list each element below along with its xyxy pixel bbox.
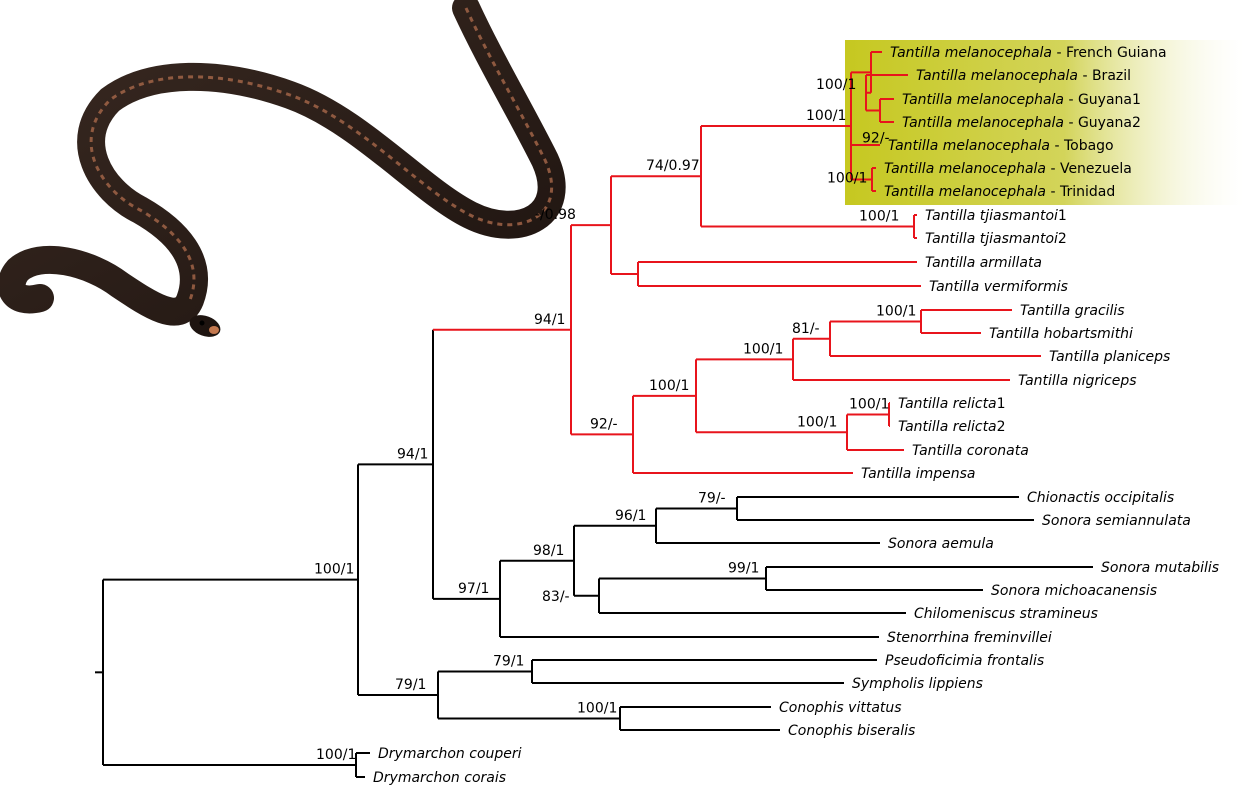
tip-label: Tantilla tjiasmantoi2	[925, 231, 1067, 247]
tip-label: Tantilla melanocephala - French Guiana	[890, 45, 1167, 61]
support-value: 99/1	[728, 561, 759, 577]
tip-label: Drymarchon corais	[373, 770, 506, 786]
support-value: 98/1	[533, 543, 564, 559]
snake-eye	[200, 321, 205, 326]
support-value: 100/1	[876, 304, 916, 320]
support-value: 92/-	[590, 416, 618, 432]
support-value: 100/1	[849, 397, 889, 413]
support-value: 100/1	[806, 108, 846, 124]
support-value: 96/1	[615, 508, 646, 524]
support-value: 79/1	[493, 654, 524, 670]
tip-label: Conophis biseralis	[788, 723, 915, 739]
support-value: 79/1	[395, 677, 426, 693]
tip-label: Tantilla hobartsmithi	[989, 326, 1133, 342]
tip-label: Conophis vittatus	[779, 700, 902, 716]
tip-label: Tantilla impensa	[861, 466, 976, 482]
tip-label: Sonora semiannulata	[1042, 513, 1191, 529]
tip-label: Tantilla melanocephala - Guyana2	[902, 115, 1141, 131]
support-value: 83/-	[542, 589, 570, 605]
tip-label: Tantilla relicta2	[898, 419, 1006, 435]
support-value: 100/1	[577, 701, 617, 717]
tip-label: Pseudoficimia frontalis	[885, 653, 1044, 669]
tip-label: Tantilla melanocephala - Tobago	[888, 138, 1114, 154]
tip-label: Chilomeniscus stramineus	[914, 606, 1098, 622]
tip-label: Tantilla gracilis	[1020, 303, 1125, 319]
tip-label: Tantilla melanocephala - Trinidad	[884, 184, 1115, 200]
tip-label: Tantilla melanocephala - Venezuela	[884, 161, 1132, 177]
tip-label: Tantilla melanocephala - Brazil	[916, 68, 1131, 84]
snake-photo	[12, 8, 552, 341]
tip-label: Tantilla nigriceps	[1018, 373, 1137, 389]
support-value: 92/-	[862, 131, 890, 147]
support-value: 100/1	[316, 747, 356, 763]
support-value: 100/1	[797, 414, 837, 430]
tip-label: Chionactis occipitalis	[1027, 490, 1174, 506]
tip-label: Tantilla armillata	[925, 255, 1042, 271]
support-value: 79/-	[698, 491, 726, 507]
support-value: 100/1	[649, 378, 689, 394]
tip-label: Tantilla vermiformis	[929, 279, 1068, 295]
tip-label: Tantilla planiceps	[1049, 349, 1170, 365]
tip-label: Drymarchon couperi	[378, 746, 522, 762]
snake-snout	[209, 326, 219, 334]
tip-label: Tantilla coronata	[912, 443, 1029, 459]
support-value: 100/1	[314, 562, 354, 578]
tip-label: Stenorrhina freminvillei	[887, 630, 1052, 646]
support-value: 81/-	[792, 321, 820, 337]
tip-label: Sympholis lippiens	[852, 676, 983, 692]
support-value: 100/1	[816, 77, 856, 93]
tip-label: Sonora aemula	[888, 536, 994, 552]
tip-label: Tantilla relicta1	[898, 396, 1006, 412]
support-value: -/0.98	[535, 207, 576, 223]
support-value: 100/1	[827, 171, 867, 187]
support-value: 97/1	[458, 581, 489, 597]
support-value: 94/1	[534, 312, 565, 328]
support-value: 100/1	[859, 209, 899, 225]
tip-label: Sonora mutabilis	[1101, 560, 1219, 576]
tip-label: Tantilla melanocephala - Guyana1	[902, 92, 1141, 108]
tip-label: Tantilla tjiasmantoi1	[925, 208, 1067, 224]
tip-label: Sonora michoacanensis	[991, 583, 1157, 599]
support-value: 74/0.97	[646, 158, 700, 174]
support-value: 94/1	[397, 446, 428, 462]
support-value: 100/1	[743, 341, 783, 357]
